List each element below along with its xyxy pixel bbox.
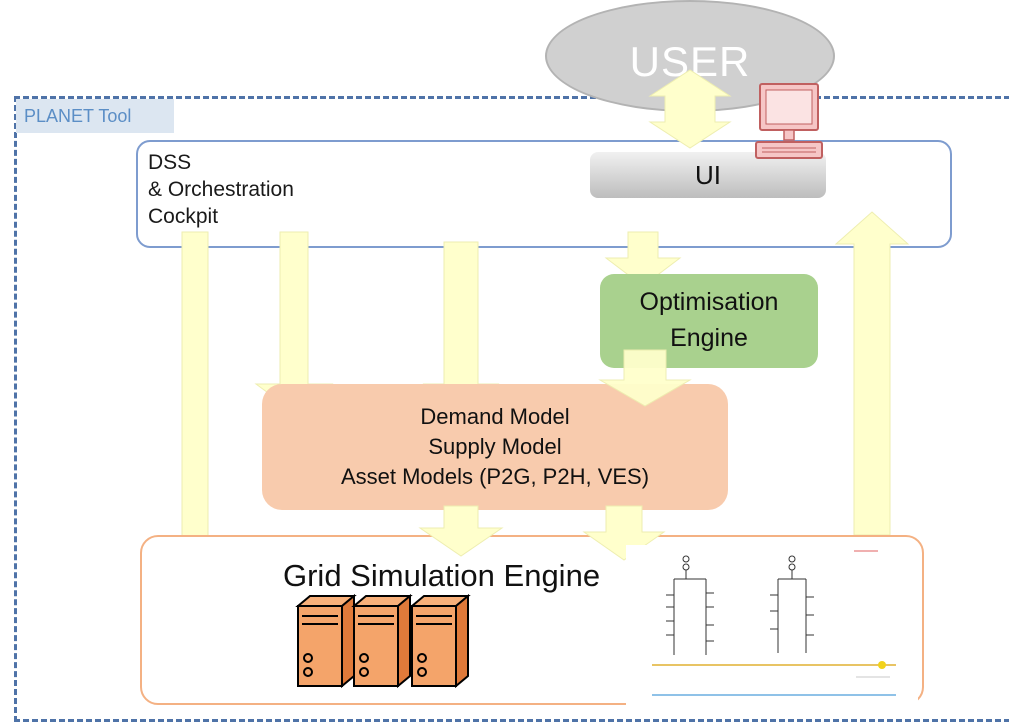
server-unit-1 <box>295 593 357 689</box>
grid-simulation-label: Grid Simulation Engine <box>283 558 601 593</box>
optimisation-to-models-arrow <box>598 349 692 407</box>
server-icon <box>295 593 471 689</box>
feeder-left <box>666 555 714 655</box>
models-to-grid-arrow-left <box>418 505 504 557</box>
grid-schematic-icon <box>652 550 896 696</box>
ui-box: UI <box>590 152 826 198</box>
models-box: Demand Model Supply Model Asset Models (… <box>262 384 728 510</box>
planet-tool-frame <box>14 96 1009 722</box>
computer-icon <box>755 83 823 159</box>
server-unit-2 <box>351 593 413 689</box>
dss-cockpit-label: DSS & Orchestration Cockpit <box>148 151 294 228</box>
server-unit-3 <box>409 593 471 689</box>
feeder-right <box>770 555 814 653</box>
ui-to-optimisation-arrow <box>604 231 682 287</box>
user-ui-arrow <box>648 69 732 149</box>
planet-tool-label: PLANET Tool <box>16 99 174 133</box>
grid-schematic-panel <box>626 545 918 717</box>
